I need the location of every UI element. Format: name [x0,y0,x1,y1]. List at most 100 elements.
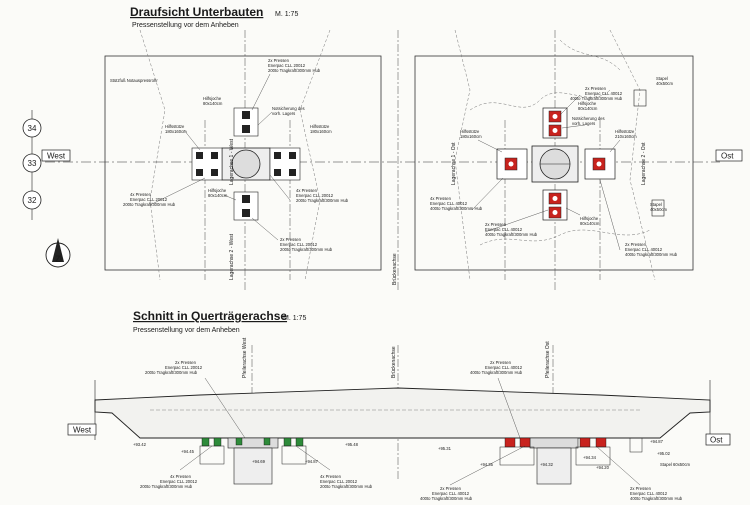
plan-left-labels: Stützfuß Notauspressrohr 2x Pressen Ener… [110,58,349,252]
lj-right-2: 180x160cm [310,129,332,134]
axis-label-w1: Lagerachse 1 - West [229,138,235,185]
lj-top-2: 80x140cm [203,101,223,106]
elev-12: +95.02 [657,451,671,456]
sec-stapel: Stapel 60x50cm [660,462,691,467]
sec-axis-ost: Pfeilerachse Ost [545,341,551,378]
left-supports [199,437,307,485]
section-ost-marker [705,433,731,446]
elev-5: +95.48 [345,442,359,447]
rp-br-1: 2x Pressen [625,242,647,247]
axis-bubble-34-label: 34 [28,124,37,133]
elev-2: +94.45 [181,449,195,454]
rp-bot-2: Enerpac CLL 40012 [485,227,523,232]
lp-left-1: 4x Pressen [130,192,152,197]
lp-top-2: Enerpac CLL 20012 [268,63,306,68]
plan-leader-lines [149,73,621,251]
plan-west-label: West [47,152,66,161]
flange-label: Stützfuß Notauspressrohr [110,78,158,83]
sec-bl2-3: 200to Tragkraft/300mm Hub [320,484,373,489]
plan-ost-label: Ost [721,152,734,161]
lp-right-3: 200to Tragkraft/300mm Hub [296,198,349,203]
sec-bl2-2: Enerpac CLL 20012 [320,479,358,484]
rstapel-bot-2: 40x50cm [650,207,668,212]
plan-west-marker [41,149,71,162]
rstapel-bot-1: Stapel [650,202,662,207]
section-axis-labels: Pfeilerachse West Brückenachse Pfeilerac… [242,337,551,378]
plan-right-labels: 2x Pressen Enerpac CLL 40012 400to Tragk… [430,76,678,257]
rp-left-3: 400to Tragkraft/300mm Hub [430,206,483,211]
svg-text:Z: Z [55,254,61,264]
lj-left-1: Hilfsstütze [165,124,185,129]
axis-bubble-34 [22,118,42,138]
sec-axis-west: Pfeilerachse West [242,337,248,378]
sec-br2-1: 2x Pressen [630,486,652,491]
plan-left-frame [104,55,382,271]
lp-left-3: 200to Tragkraft/300mm Hub [123,202,176,207]
plan-ost-marker [715,149,743,162]
right-supports [499,437,643,485]
plan-axis-labels: Lagerachse 1 - West Lagerachse 2 - West … [229,138,647,285]
lp-left-2: Enerpac CLL 20012 [130,197,168,202]
plan-title: Draufsicht Unterbauten [130,5,263,19]
compass: 34 33 32 Z [22,110,71,268]
rs-1: Notsicherung des [572,116,605,121]
rp-top-2: Enerpac CLL 40012 [585,91,623,96]
axis-label-bridge: Brückenachse [392,253,398,285]
lj-left-2: 180x160cm [165,129,187,134]
section-title: Schnitt in Querträgerachse [133,309,287,323]
lp-bot-1: 2x Pressen [280,237,302,242]
lj-right-1: Hilfsstütze [310,124,330,129]
right-pier-cluster [496,89,665,221]
section-subtitle: Pressenstellung vor dem Anheben [133,327,240,334]
section-scale: M. 1:75 [283,315,306,322]
lj-bot-2: 80x140cm [208,193,228,198]
lp-right-1: 4x Pressen [296,188,318,193]
sec-tr-2: Enerpac CLL 40012 [485,365,523,370]
section-ost-label: Ost [710,436,723,445]
sec-br1-1: 2x Pressen [440,486,462,491]
rp-bot-3: 400to Tragkraft/300mm Hub [485,232,538,237]
axis-bubble-32-label: 32 [28,196,37,205]
sec-tl-1: 2x Pressen [175,360,197,365]
sec-axis-bridge: Brückenachse [391,346,397,378]
rj-left-2: 180x160cm [460,134,482,139]
elev-4: +94.87 [305,459,319,464]
rp-bot-1: 2x Pressen [485,222,507,227]
sec-br2-2: Enerpac CLL 40012 [630,491,668,496]
section-west-marker [67,423,97,436]
elev-9: +94.34 [583,455,597,460]
rp-br-3: 400to Tragkraft/300mm Hub [625,252,678,257]
rj-right-1: Hilfsstütze [615,129,635,134]
lp-bot-2: Enerpac CLL 20012 [280,242,318,247]
axis-bubble-33 [22,153,42,173]
sec-bl1-3: 200to Tragkraft/300mm Hub [140,484,193,489]
left-pier-cluster [191,107,301,221]
sec-tl-3: 200to Tragkraft/300mm Hub [145,370,198,375]
lp-top-1: 2x Pressen [268,58,290,63]
lj-bot-1: Hilfsjoche [208,188,227,193]
plan-right-frame [414,55,694,271]
sec-bl2-1: 4x Pressen [320,474,342,479]
rstapel-top-1: Stapel [656,76,668,81]
lp-top-3: 200to Tragkraft/300mm Hub [268,68,321,73]
rj-right-2: 210x160cm [615,134,637,139]
axis-bubble-33-label: 33 [28,159,37,168]
rp-top-1: 2x Pressen [585,86,607,91]
sec-br1-3: 400to Tragkraft/300mm Hub [420,496,473,501]
bridge-deck [94,380,711,440]
elev-8: +94.32 [540,462,554,467]
axis-bubble-32 [22,190,42,210]
sec-br2-3: 400to Tragkraft/300mm Hub [630,496,683,501]
axis-label-o2: Lagerachse 2 - Ost [641,142,647,185]
sec-bl1-2: Enerpac CLL 20012 [160,479,198,484]
sec-tr-3: 400to Tragkraft/300mm Hub [470,370,523,375]
elev-3: +94.69 [252,459,266,464]
section-west-label: West [73,426,92,435]
elevation-marks: +93.42 +94.45 +94.69 +94.87 +95.48 +95.3… [133,439,671,470]
sec-br1-2: Enerpac CLL 40012 [432,491,470,496]
rj-top-2: 80x140cm [578,106,598,111]
lp-bot-3: 200to Tragkraft/300mm Hub [280,247,333,252]
rj-bot-1: Hilfsjoche [580,216,599,221]
